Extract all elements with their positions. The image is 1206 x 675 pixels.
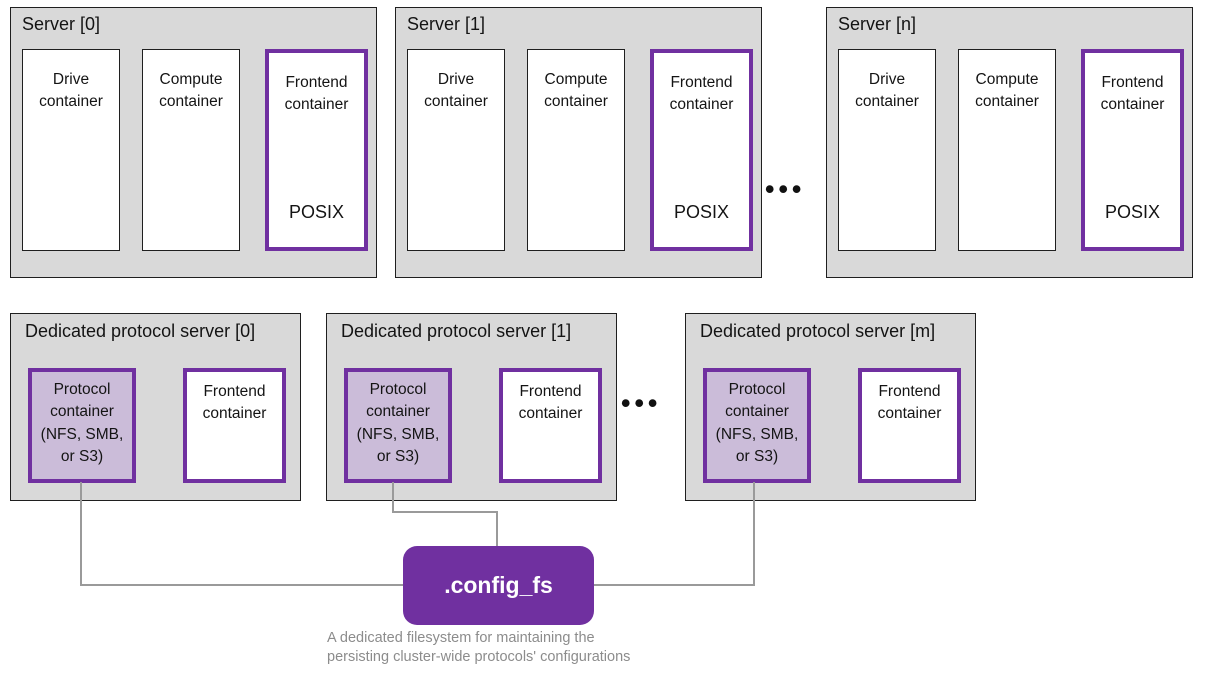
server-title: Server [n] (838, 14, 917, 34)
config-fs-caption-line1: A dedicated filesystem for maintaining t… (327, 630, 595, 646)
config-fs-label: .config_fs (444, 572, 553, 598)
frontend-container: Frontend container (499, 368, 602, 483)
protocol-container: Protocol container (NFS, SMB, or S3) (344, 368, 452, 483)
protocol-container-label: Protocol container (NFS, SMB, or S3) (356, 381, 440, 466)
drive-container: Drive container (838, 49, 936, 251)
connector-line-p0-vertical (80, 482, 82, 586)
frontend-container-label: Frontend container (284, 74, 349, 114)
frontend-container-label: Frontend container (518, 383, 583, 423)
frontend-container-label: Frontend container (877, 383, 942, 423)
protocol-container: Protocol container (NFS, SMB, or S3) (28, 368, 136, 483)
frontend-container: Frontend container POSIX (1081, 49, 1184, 251)
drive-container-label: Drive container (39, 71, 103, 111)
frontend-container: Frontend container POSIX (650, 49, 753, 251)
posix-label: POSIX (288, 201, 345, 222)
compute-container: Compute container (527, 49, 625, 251)
frontend-container: Frontend container (858, 368, 961, 483)
drive-container-label: Drive container (855, 71, 919, 111)
connector-line-pm-horizontal (593, 584, 755, 586)
frontend-container-label: Frontend container (669, 74, 734, 114)
protocol-server-box-1: Dedicated protocol server [1] Protocol c… (326, 313, 617, 501)
servers-ellipsis: ••• (765, 174, 806, 204)
connector-line-p1-vertical-lower (496, 511, 498, 546)
protocol-server-box-0: Dedicated protocol server [0] Protocol c… (10, 313, 301, 501)
compute-container: Compute container (142, 49, 240, 251)
config-fs-node: .config_fs (403, 546, 594, 625)
protocol-server-box-m: Dedicated protocol server [m] Protocol c… (685, 313, 976, 501)
connector-line-pm-vertical (753, 482, 755, 586)
server-title: Server [1] (407, 14, 486, 34)
drive-container-label: Drive container (424, 71, 488, 111)
protocol-container: Protocol container (NFS, SMB, or S3) (703, 368, 811, 483)
config-fs-caption: A dedicated filesystem for maintaining t… (327, 629, 630, 667)
connector-line-p0-horizontal (80, 584, 403, 586)
server-box-n: Server [n] Drive container Compute conta… (826, 7, 1193, 278)
server-box-1: Server [1] Drive container Compute conta… (395, 7, 762, 278)
drive-container: Drive container (22, 49, 120, 251)
frontend-container-label: Frontend container (202, 383, 267, 423)
server-title: Server [0] (22, 14, 101, 34)
connector-line-p1-vertical-upper (392, 482, 394, 513)
protocol-servers-ellipsis: ••• (621, 388, 662, 418)
compute-container-label: Compute container (544, 71, 608, 111)
compute-container: Compute container (958, 49, 1056, 251)
posix-label: POSIX (673, 201, 730, 222)
compute-container-label: Compute container (975, 71, 1039, 111)
drive-container: Drive container (407, 49, 505, 251)
protocol-container-label: Protocol container (NFS, SMB, or S3) (715, 381, 799, 466)
protocol-server-title: Dedicated protocol server [m] (700, 321, 936, 341)
frontend-container: Frontend container (183, 368, 286, 483)
protocol-server-title: Dedicated protocol server [0] (25, 321, 256, 341)
protocol-container-label: Protocol container (NFS, SMB, or S3) (40, 381, 124, 466)
frontend-container: Frontend container POSIX (265, 49, 368, 251)
server-box-0: Server [0] Drive container Compute conta… (10, 7, 377, 278)
compute-container-label: Compute container (159, 71, 223, 111)
config-fs-caption-line2: persisting cluster-wide protocols' confi… (327, 648, 631, 665)
protocol-server-title: Dedicated protocol server [1] (341, 321, 572, 341)
frontend-container-label: Frontend container (1100, 74, 1165, 114)
connector-line-p1-horizontal (392, 511, 498, 513)
posix-label: POSIX (1104, 201, 1161, 222)
